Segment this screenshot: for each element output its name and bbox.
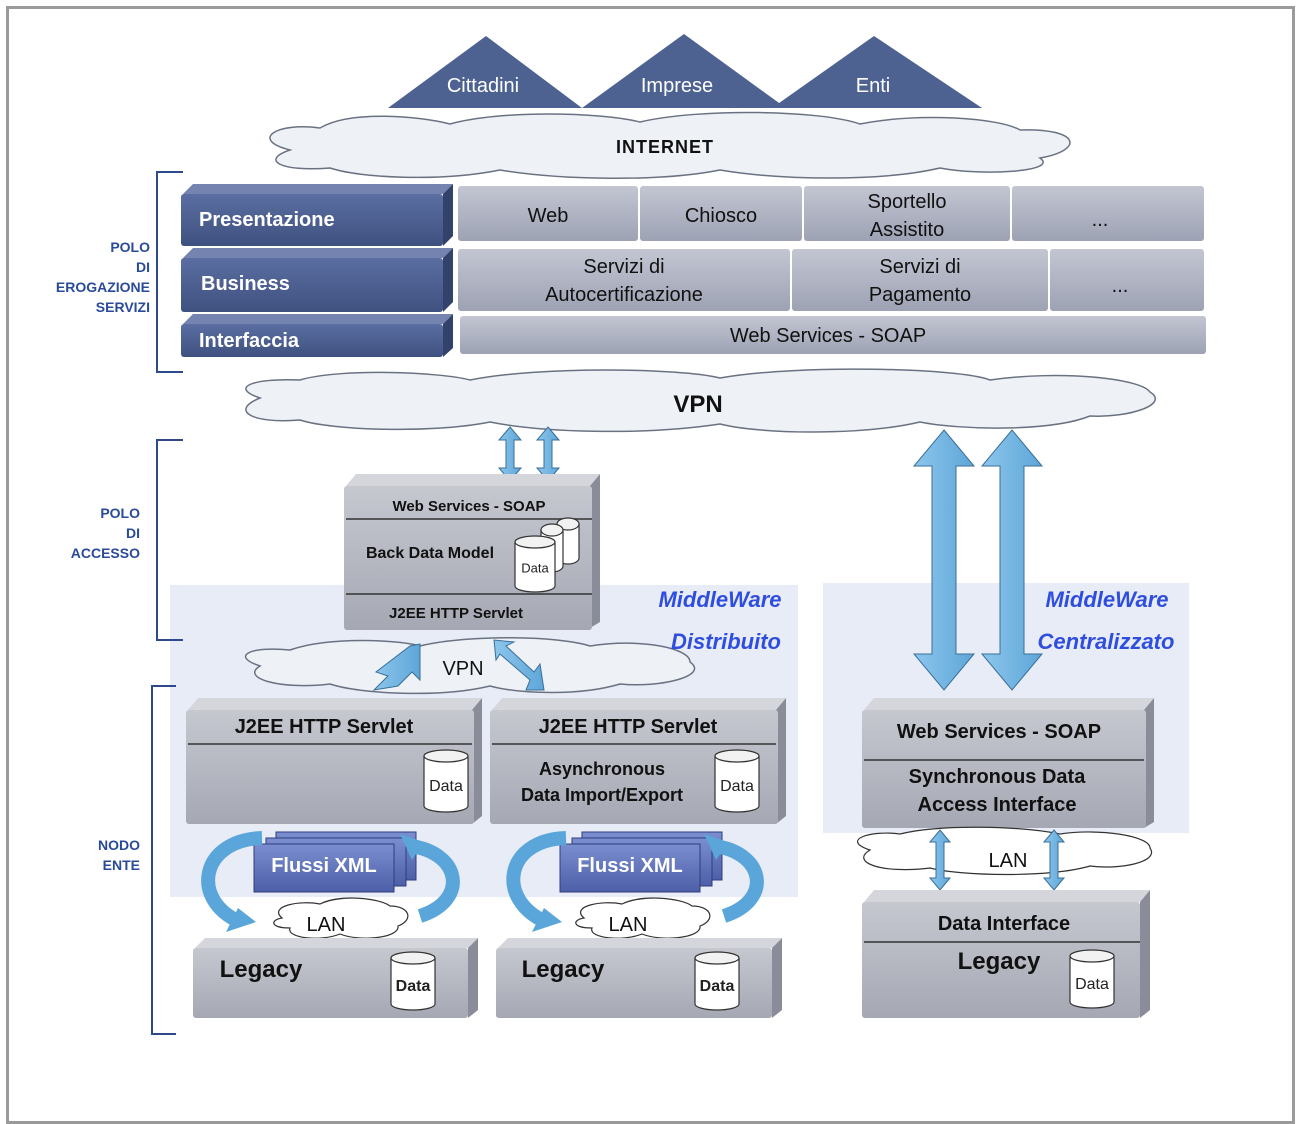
node-right-sync-label: Synchronous Data Access Interface bbox=[908, 766, 1086, 816]
triangle-imprese bbox=[582, 34, 786, 108]
node-mid-servlet-box bbox=[490, 698, 786, 824]
label-servizi-pagamento: Servizi di Pagamento bbox=[868, 256, 972, 306]
label-vpn-main: VPN bbox=[673, 391, 723, 418]
bracket-polo-accesso bbox=[156, 439, 183, 641]
data-cylinder-node-left-label: Data bbox=[429, 778, 463, 795]
access-servlet-label: J2EE HTTP Servlet bbox=[389, 604, 523, 622]
legacy-mid-label: Legacy bbox=[521, 956, 605, 983]
node-right-ws-label: Web Services - SOAP bbox=[896, 720, 1102, 743]
lan-cloud-left bbox=[273, 897, 409, 939]
data-cylinder-access: Data bbox=[514, 535, 556, 593]
vpn-cloud-distributed bbox=[244, 637, 696, 695]
curved-arrows-left bbox=[201, 831, 460, 932]
box-sportello bbox=[804, 186, 1010, 241]
node-mid-servlet-label: J2EE HTTP Servlet bbox=[538, 715, 718, 738]
node-left-servlet-label: J2EE HTTP Servlet bbox=[234, 715, 414, 738]
label-nodo-ente: NODO ENTE bbox=[98, 837, 140, 873]
label-polo-accesso: POLO DI ACCESSO bbox=[70, 505, 140, 561]
flussi-xml-left-stack bbox=[253, 831, 417, 893]
data-cylinder-legacy-left-label: Data bbox=[396, 978, 431, 995]
bracket-polo-erogazione bbox=[156, 171, 183, 373]
access-back-data-model: Back Data Model bbox=[365, 545, 495, 562]
label-lan-left: LAN bbox=[306, 913, 346, 936]
box-autocertificazione bbox=[458, 249, 790, 311]
bracket-nodo-ente bbox=[151, 685, 176, 1035]
node-left-servlet-box bbox=[186, 698, 482, 824]
box-pagamento bbox=[792, 249, 1048, 311]
flussi-xml-mid-label: Flussi XML bbox=[577, 854, 683, 877]
label-presentation-more: ... bbox=[1091, 208, 1109, 231]
label-middleware-distribuito-1: MiddleWare bbox=[658, 587, 782, 612]
data-cylinder-legacy-right-label: Data bbox=[1075, 976, 1109, 993]
lan-cloud-mid bbox=[575, 897, 711, 939]
data-cylinder-legacy-right: Data bbox=[1069, 949, 1115, 1009]
box-presentation-more bbox=[1012, 186, 1204, 241]
data-cylinder-legacy-mid: Data bbox=[694, 951, 740, 1011]
vpn-cloud-main bbox=[245, 368, 1157, 433]
flussi-xml-mid-stack bbox=[559, 831, 723, 893]
data-cylinder-node-left: Data bbox=[423, 749, 469, 813]
layer-presentazione-box bbox=[181, 184, 453, 246]
data-cylinder-node-mid-label: Data bbox=[720, 778, 754, 795]
label-chiosco: Chiosco bbox=[684, 204, 758, 227]
layer-business-box bbox=[181, 248, 453, 312]
label-cittadini: Cittadini bbox=[446, 74, 520, 97]
layer-interfaccia-label: Interfaccia bbox=[199, 329, 300, 352]
data-interface-label: Data Interface bbox=[937, 912, 1071, 935]
label-vpn-distributed: VPN bbox=[442, 657, 484, 680]
layer-interfaccia-box bbox=[181, 314, 453, 357]
label-web-services-interfaccia: Web Services - SOAP bbox=[729, 324, 927, 347]
data-cylinder-access-label: Data bbox=[521, 561, 549, 576]
label-middleware-distribuito-2: Distribuito bbox=[671, 629, 781, 654]
layer-presentazione-label: Presentazione bbox=[199, 208, 335, 231]
diagram-frame bbox=[6, 6, 1295, 1124]
box-business-more bbox=[1050, 249, 1204, 311]
label-business-more: ... bbox=[1111, 274, 1129, 297]
label-middleware-centralizzato-2: Centralizzato bbox=[1037, 629, 1175, 654]
label-lan-mid: LAN bbox=[608, 913, 648, 936]
node-mid-async-label: Asynchronous Data Import/Export bbox=[520, 759, 684, 805]
label-internet: INTERNET bbox=[616, 136, 714, 157]
distributed-link-arrows bbox=[372, 639, 545, 691]
label-sportello-assistito: Sportello Assistito bbox=[867, 191, 947, 241]
curved-arrows-mid bbox=[506, 831, 764, 932]
layer-business-label: Business bbox=[201, 272, 290, 295]
box-web bbox=[458, 186, 638, 241]
legacy-right-label: Legacy bbox=[957, 948, 1041, 975]
label-web: Web bbox=[527, 204, 569, 227]
label-imprese: Imprese bbox=[640, 74, 714, 97]
label-servizi-autocertificazione: Servizi di Autocertificazione bbox=[545, 256, 703, 306]
centralizzato-link-arrows bbox=[912, 429, 1044, 691]
access-ws-label: Web Services - SOAP bbox=[392, 497, 546, 515]
access-link-arrows bbox=[497, 426, 561, 482]
flussi-xml-left-label: Flussi XML bbox=[271, 854, 377, 877]
label-lan-right: LAN bbox=[988, 849, 1028, 872]
node-right-ws-box bbox=[862, 698, 1154, 828]
internet-cloud bbox=[269, 111, 1071, 180]
box-chiosco bbox=[640, 186, 802, 241]
label-enti: Enti bbox=[855, 74, 891, 97]
triangle-cittadini bbox=[388, 36, 582, 108]
data-cylinder-legacy-mid-label: Data bbox=[700, 978, 735, 995]
data-cylinder-node-mid: Data bbox=[714, 749, 760, 813]
access-box bbox=[344, 474, 600, 630]
label-polo-erogazione: POLO DI EROGAZIONE SERVIZI bbox=[55, 239, 150, 315]
legacy-left-label: Legacy bbox=[219, 956, 303, 983]
triangle-enti bbox=[772, 36, 982, 108]
box-web-services-interfaccia bbox=[460, 316, 1206, 354]
data-cylinder-legacy-left: Data bbox=[390, 951, 436, 1011]
label-middleware-centralizzato-1: MiddleWare bbox=[1045, 587, 1169, 612]
lan-cloud-right bbox=[856, 826, 1153, 876]
